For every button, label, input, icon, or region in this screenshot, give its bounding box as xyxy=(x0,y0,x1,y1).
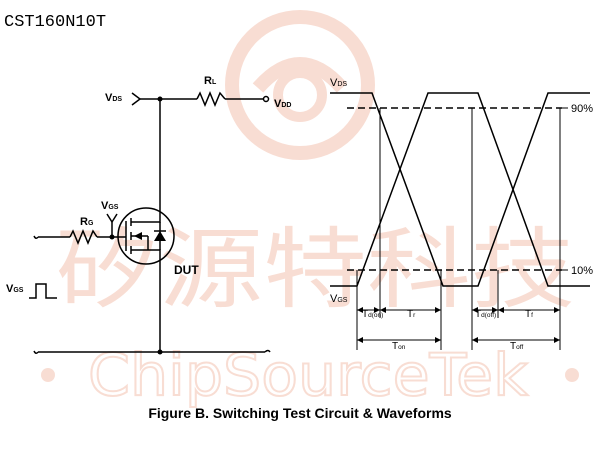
vgs-pulse-symbol xyxy=(29,283,57,299)
label-vgs-gate: VGS xyxy=(101,200,119,212)
junction-bottom xyxy=(157,349,163,355)
label-td-on: Td(on) xyxy=(362,309,383,320)
wave-label-vds: VDS xyxy=(330,77,347,89)
label-toff: Toff xyxy=(510,341,523,352)
vgs-waveform xyxy=(330,92,590,287)
arrow-tf-l xyxy=(498,307,504,313)
label-ton: Ton xyxy=(392,341,406,352)
dimension-lines xyxy=(357,309,560,341)
label-tr: Tr xyxy=(407,309,416,320)
arrow-toff-r xyxy=(554,337,560,343)
label-vds: VDS xyxy=(105,92,122,104)
watermark: 矽源特科技 ChipSourceTek xyxy=(41,10,579,410)
label-td-off: Td(off) xyxy=(475,309,496,320)
rl-resistor xyxy=(196,91,226,107)
wave-label-vgs: VGS xyxy=(330,293,348,305)
body-diode-triangle xyxy=(154,231,166,241)
arrow-tf-r xyxy=(554,307,560,313)
arrow-tr-l xyxy=(380,307,386,313)
ground-rail-right-end xyxy=(264,349,271,353)
vdd-terminal xyxy=(262,95,270,103)
vds-waveform xyxy=(330,92,590,287)
label-tf: Tf xyxy=(525,309,533,320)
dimension-arrows xyxy=(357,307,560,343)
gate-wire-left-end xyxy=(33,235,39,240)
arrow-td-off-l xyxy=(472,307,478,313)
arrow-toff-l xyxy=(472,337,478,343)
mosfet-arrows xyxy=(134,231,166,241)
mosfet-body-arrow xyxy=(134,232,142,240)
label-90-percent: 90% xyxy=(571,103,593,115)
arrow-td-off-r xyxy=(492,307,498,313)
watermark-latin: ChipSourceTek xyxy=(88,341,528,409)
vds-input-arrow xyxy=(131,92,142,106)
rg-resistor xyxy=(69,229,98,245)
arrow-tr-r xyxy=(435,307,441,313)
mosfet-symbol xyxy=(117,207,175,265)
test-circuit xyxy=(29,91,271,355)
junction-gate xyxy=(109,234,115,240)
label-rl: RL xyxy=(204,75,217,87)
label-dut: DUT xyxy=(174,263,199,277)
arrow-ton-l xyxy=(357,337,363,343)
label-rg: RG xyxy=(80,216,94,228)
watermark-dot-right xyxy=(565,368,579,382)
junction-top xyxy=(157,96,163,102)
ground-rail-left-end xyxy=(33,350,39,355)
waveforms xyxy=(330,92,590,350)
junction-dots xyxy=(109,96,163,355)
label-10-percent: 10% xyxy=(571,265,593,277)
arrow-ton-r xyxy=(435,337,441,343)
label-vdd: VDD xyxy=(274,98,291,110)
vgs-probe-arrow xyxy=(106,213,118,224)
watermark-logo xyxy=(225,10,375,160)
arrow-td-on-l xyxy=(357,307,363,313)
label-vgs-pulse: VGS xyxy=(6,283,24,295)
part-number: CST160N10T xyxy=(4,13,106,32)
figure-caption: Figure B. Switching Test Circuit & Wavef… xyxy=(148,405,452,421)
watermark-dot-left xyxy=(41,368,55,382)
arrow-td-on-r xyxy=(374,307,380,313)
